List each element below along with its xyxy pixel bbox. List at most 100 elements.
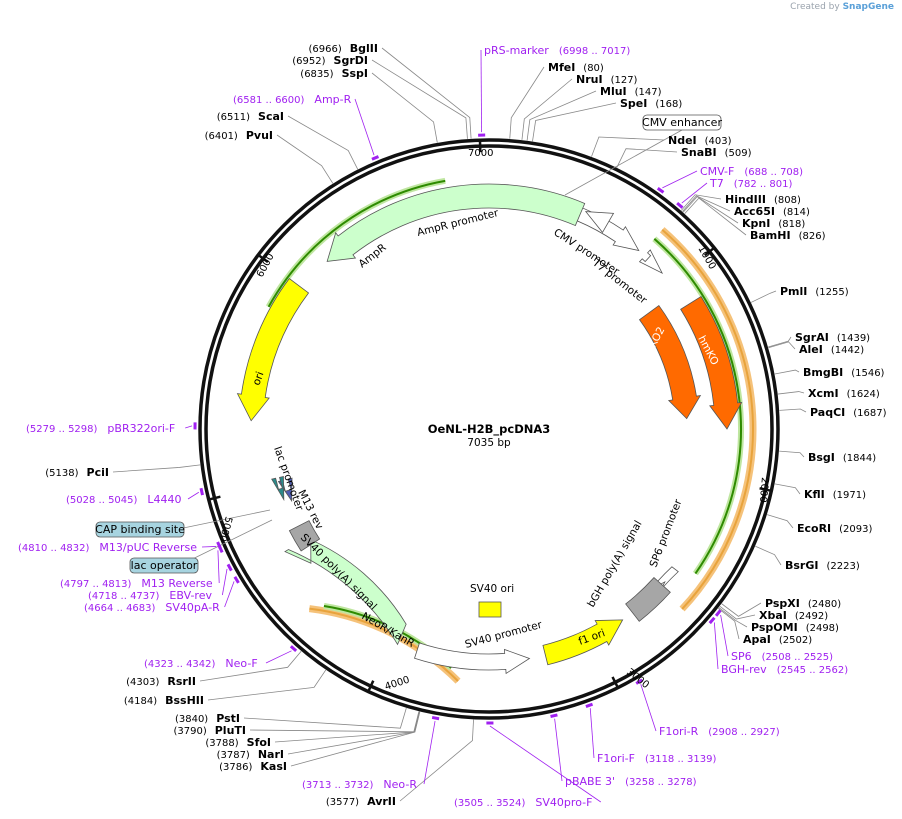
site-label-spei[interactable]: SpeI(168) xyxy=(620,97,682,110)
site-label-hindiii[interactable]: HindIII(808) xyxy=(725,193,801,206)
site-label-scai[interactable]: (6511)ScaI xyxy=(217,110,284,123)
primer-label-amp-r[interactable]: (6581 .. 6600)Amp-R xyxy=(233,93,352,106)
site-label-bglii[interactable]: (6966)BglII xyxy=(309,42,378,55)
site-label-bsgi[interactable]: BsgI(1844) xyxy=(808,451,876,464)
feature-sv40-ori[interactable] xyxy=(478,601,502,618)
primer-label-t7[interactable]: T7(782 .. 801) xyxy=(709,177,793,190)
site-label-pmli[interactable]: PmlI(1255) xyxy=(780,285,849,298)
primer-name-f1ori-r: F1ori-R xyxy=(659,725,699,738)
site-leader-kfli xyxy=(774,483,801,495)
site-label-sfoi[interactable]: (3788)SfoI xyxy=(205,736,271,749)
primer-label-neo-f[interactable]: (4323 .. 4342)Neo-F xyxy=(144,657,258,670)
feature-bgh-polya[interactable] xyxy=(625,576,671,622)
site-label-nrui[interactable]: NruI(127) xyxy=(576,73,638,86)
primer-label-neo-r[interactable]: (3713 .. 3732)Neo-R xyxy=(302,778,417,791)
site-label-nari[interactable]: (3787)NarI xyxy=(217,748,284,761)
primer-range-m13-puc-reverse: (4810 .. 4832) xyxy=(18,543,90,554)
feature-t7-promoter[interactable] xyxy=(638,249,664,274)
site-label-bmgbi[interactable]: BmgBI(1546) xyxy=(803,366,885,379)
site-label-apai[interactable]: ApaI(2502) xyxy=(743,633,812,646)
primer-marks xyxy=(193,133,722,725)
site-label-xbai[interactable]: XbaI(2492) xyxy=(759,609,828,622)
feature-label-ori: ori xyxy=(251,370,267,387)
box-label-lac-operator[interactable]: lac operator xyxy=(131,559,198,572)
site-name-pspomi: PspOMI xyxy=(751,621,798,634)
site-leader-spei xyxy=(532,102,617,142)
created-by-credit: Created by SnapGene xyxy=(790,2,894,12)
primer-leader-f1ori-r xyxy=(640,684,657,732)
primer-label-ebv-rev[interactable]: (4718 .. 4737)EBV-rev xyxy=(88,589,212,602)
feature-ori[interactable] xyxy=(236,277,310,422)
site-label-kfli[interactable]: KflI(1971) xyxy=(804,488,866,501)
primer-name-pbr322ori-f: pBR322ori-F xyxy=(107,422,175,435)
primer-label-sv40pa-r[interactable]: (4664 .. 4683)SV40pA-R xyxy=(84,601,220,614)
site-pos-mfei: (80) xyxy=(583,63,604,74)
site-name-psti: PstI xyxy=(216,712,240,725)
feature-sv40-polya[interactable] xyxy=(288,520,321,552)
site-label-snabi[interactable]: SnaBI(509) xyxy=(681,146,752,159)
primer-name-neo-f: Neo-F xyxy=(225,657,257,670)
site-name-ecori: EcoRI xyxy=(797,522,831,535)
site-label-sgrdi[interactable]: (6952)SgrDI xyxy=(292,54,368,67)
site-label-pcii[interactable]: (5138)PciI xyxy=(45,466,109,479)
primer-label-sv40pro-f[interactable]: (3505 .. 3524)SV40pro-F xyxy=(454,796,592,809)
primer-leader-cmv-f xyxy=(662,170,698,189)
primer-label-pbr322ori-f[interactable]: (5279 .. 5298)pBR322ori-F xyxy=(26,422,175,435)
site-label-pluti[interactable]: (3790)PluTI xyxy=(173,724,246,737)
primer-label-f1ori-r[interactable]: F1ori-R(2908 .. 2927) xyxy=(659,725,780,738)
site-name-xcmi: XcmI xyxy=(808,387,839,400)
site-leader-sfoi xyxy=(274,711,420,743)
primer-leader-pbabe-3 xyxy=(554,718,563,782)
site-pos-spei: (168) xyxy=(655,99,682,110)
site-label-ecori[interactable]: EcoRI(2093) xyxy=(797,522,873,535)
primer-label-bgh-rev[interactable]: BGH-rev(2545 .. 2562) xyxy=(721,663,848,676)
site-leader-sspi xyxy=(371,72,438,143)
primer-range-neo-r: (3713 .. 3732) xyxy=(302,780,374,791)
feature-mko2[interactable] xyxy=(638,305,702,420)
site-label-bsrgi[interactable]: BsrGI(2223) xyxy=(785,559,860,572)
primer-label-prs-marker[interactable]: pRS-marker(6998 .. 7017) xyxy=(484,44,630,57)
primer-mark-sp6 xyxy=(714,609,722,617)
feature-lac-promoter[interactable] xyxy=(271,475,285,502)
feature-neor-kanr[interactable] xyxy=(284,535,407,646)
site-label-pspxi[interactable]: PspXI(2480) xyxy=(765,597,841,610)
site-label-avrii[interactable]: (3577)AvrII xyxy=(326,795,396,808)
site-label-pvui[interactable]: (6401)PvuI xyxy=(205,129,273,142)
primer-label-l4440[interactable]: (5028 .. 5045)L4440 xyxy=(66,493,182,506)
site-label-pspomi[interactable]: PspOMI(2498) xyxy=(751,621,839,634)
primer-label-pbabe-3[interactable]: pBABE 3'(3258 .. 3278) xyxy=(565,775,697,788)
feature-ampr-promoter[interactable] xyxy=(584,211,615,234)
site-label-alei[interactable]: AleI(1442) xyxy=(799,343,864,356)
box-label-cmv-enhancer[interactable]: CMV enhancer xyxy=(642,116,722,129)
primer-label-sp6[interactable]: SP6(2508 .. 2525) xyxy=(731,650,833,663)
feature-hmko[interactable] xyxy=(680,295,743,430)
site-leader-bmgbi xyxy=(774,369,800,375)
primer-label-cmv-f[interactable]: CMV-F(688 .. 708) xyxy=(700,165,803,178)
site-label-mfei[interactable]: MfeI(80) xyxy=(548,61,604,74)
site-label-psti[interactable]: (3840)PstI xyxy=(175,712,240,725)
site-name-hindiii: HindIII xyxy=(725,193,766,206)
site-leader-xbai xyxy=(719,605,756,620)
site-label-ndei[interactable]: NdeI(403) xyxy=(668,134,732,147)
primer-name-f1ori-f: F1ori-F xyxy=(597,752,635,765)
feature-ampr[interactable] xyxy=(326,183,586,262)
site-label-kasi[interactable]: (3786)KasI xyxy=(219,760,287,773)
box-label-cap-binding-site[interactable]: CAP binding site xyxy=(95,523,185,536)
site-label-sspi[interactable]: (6835)SspI xyxy=(300,67,368,80)
feature-f1-ori[interactable] xyxy=(542,619,624,666)
site-leader-apai xyxy=(717,607,740,640)
primer-label-m13-puc-reverse[interactable]: (4810 .. 4832)M13/pUC Reverse xyxy=(18,541,197,554)
site-label-kpni[interactable]: KpnI(818) xyxy=(742,217,805,230)
site-label-bsshii[interactable]: (4184)BssHII xyxy=(124,694,204,707)
site-leader-kpni xyxy=(682,196,739,224)
site-label-paqci[interactable]: PaqCI(1687) xyxy=(810,406,887,419)
site-label-rsrii[interactable]: (4303)RsrII xyxy=(126,675,196,688)
site-label-mlui[interactable]: MluI(147) xyxy=(600,85,662,98)
feature-sv40-promoter[interactable] xyxy=(414,642,531,675)
site-label-acc65i[interactable]: Acc65I(814) xyxy=(734,205,810,218)
site-label-xcmi[interactable]: XcmI(1624) xyxy=(808,387,880,400)
primer-label-f1ori-f[interactable]: F1ori-F(3118 .. 3139) xyxy=(597,752,716,765)
site-label-bamhi[interactable]: BamHI(826) xyxy=(750,229,826,242)
site-label-sgrai[interactable]: SgrAI(1439) xyxy=(795,331,870,344)
primer-label-m13-reverse[interactable]: (4797 .. 4813)M13 Reverse xyxy=(60,577,213,590)
